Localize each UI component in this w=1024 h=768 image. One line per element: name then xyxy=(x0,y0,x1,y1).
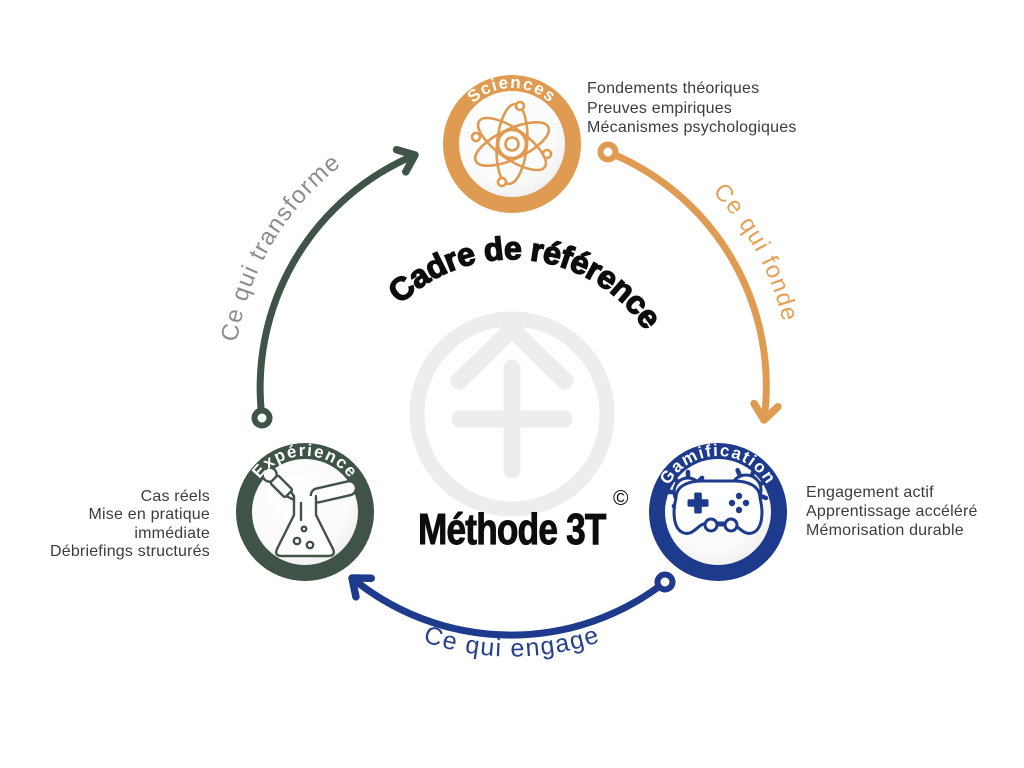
svg-text:Ce qui transforme: Ce qui transforme xyxy=(216,148,346,343)
arrow-engage-label: Ce qui engage xyxy=(421,621,602,663)
atom-icon xyxy=(470,100,553,188)
gamification-point: Apprentissage accéléré xyxy=(806,503,978,520)
flask-icon xyxy=(261,466,358,558)
experience-points: Cas réels Mise en pratique immédiate Déb… xyxy=(20,488,210,561)
arrow-engage xyxy=(348,574,668,639)
arrow-fonde-start-dot xyxy=(597,141,619,163)
sciences-point: Mécanismes psychologiques xyxy=(587,119,797,136)
experience-point: Débriefings structurés xyxy=(49,542,210,560)
gamification-point: Engagement actif xyxy=(806,484,934,501)
gamification-point: Mémorisation durable xyxy=(806,522,964,539)
arrow-transforme-label: Ce qui transforme xyxy=(216,148,345,343)
logo-chevron xyxy=(450,320,574,390)
gamification-points: Engagement actif Apprentissage accéléré … xyxy=(806,483,978,540)
experience-point: immédiate xyxy=(134,524,210,542)
arrow-transforme-start-dot xyxy=(251,407,273,429)
experience-point: Mise en pratique xyxy=(88,506,210,524)
sciences-point: Preuves empiriques xyxy=(587,99,732,117)
node-gamification: Gamification xyxy=(649,441,787,581)
logo-circle xyxy=(409,311,615,517)
sciences-point: Fondements théoriques xyxy=(587,80,760,97)
arrow-transforme xyxy=(256,145,419,419)
sciences-inner-circle xyxy=(459,91,565,197)
node-experience: Expérience xyxy=(236,441,374,581)
node-sciences: Sciences xyxy=(443,73,581,213)
experience-point: Cas réels xyxy=(140,488,210,505)
arrow-engage-start-dot xyxy=(654,571,676,593)
sciences-points: Fondements théoriques Preuves empiriques… xyxy=(587,79,797,138)
gamepad-icon xyxy=(665,467,769,535)
copyright-symbol: © xyxy=(613,487,629,510)
svg-text:Ce qui engage: Ce qui engage xyxy=(421,621,604,663)
arrow-fonde xyxy=(606,148,782,424)
logo-watermark xyxy=(409,311,615,517)
method-title: Méthode 3T xyxy=(418,505,607,555)
